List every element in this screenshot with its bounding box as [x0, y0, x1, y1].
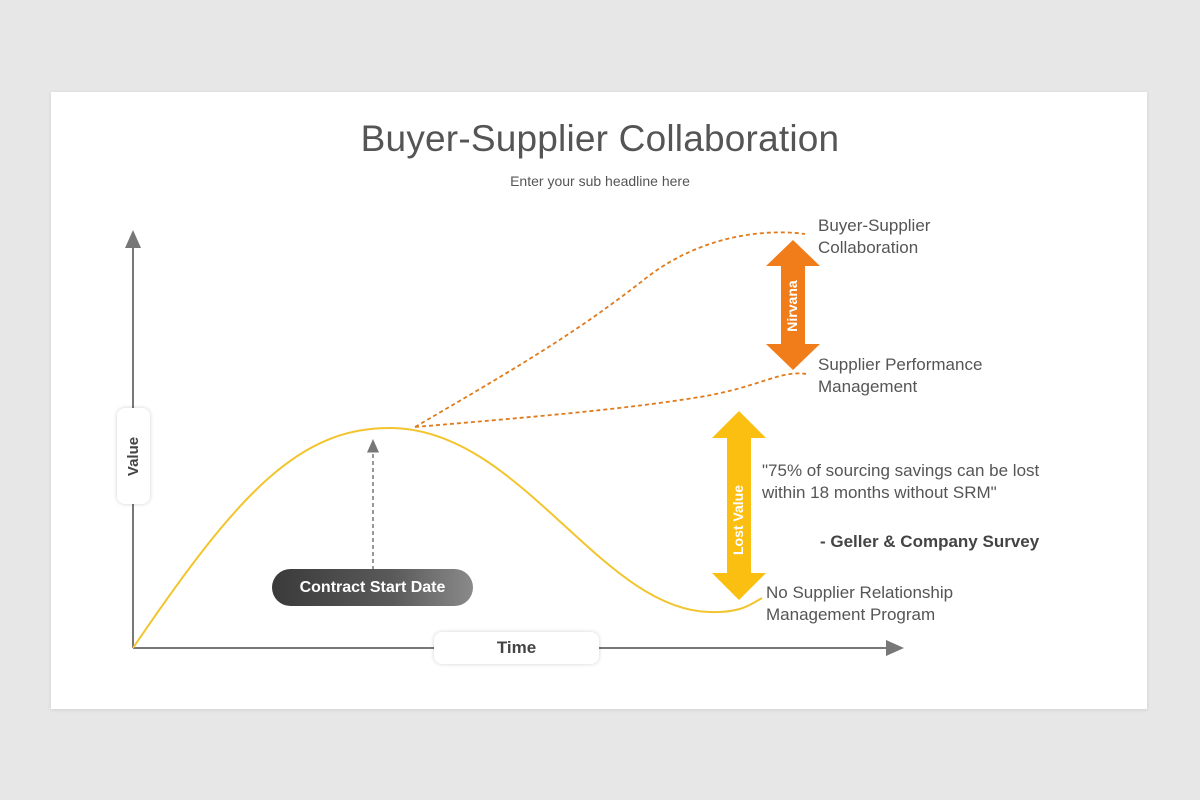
outcome-top-label: Buyer-Supplier Collaboration — [818, 216, 931, 257]
contract-start-date-badge: Contract Start Date — [272, 569, 473, 606]
lost-value-arrow-label: Lost Value — [730, 484, 746, 556]
survey-quote: "75% of sourcing savings can be lost wit… — [762, 461, 1040, 502]
no-srm-curve — [132, 426, 763, 649]
page-title: Buyer-Supplier Collaboration — [360, 118, 840, 159]
performance-curve — [414, 372, 807, 428]
nirvana-arrow-label: Nirvana — [784, 280, 800, 332]
outcome-middle-label: Supplier Performance Management — [818, 355, 983, 396]
y-axis-label: Value — [117, 408, 150, 504]
page-subtitle: Enter your sub headline here — [510, 173, 690, 189]
quote-source: - Geller & Company Survey — [820, 532, 1040, 551]
nirvana-arrow — [766, 240, 820, 370]
slide-canvas — [51, 92, 1147, 709]
lost-value-arrow — [712, 411, 766, 600]
outcome-bottom-label: No Supplier Relationship Management Prog… — [766, 583, 954, 624]
x-axis-label: Time — [434, 632, 599, 664]
y-axis-label-text: Value — [125, 436, 143, 476]
collaboration-curve — [414, 231, 806, 428]
